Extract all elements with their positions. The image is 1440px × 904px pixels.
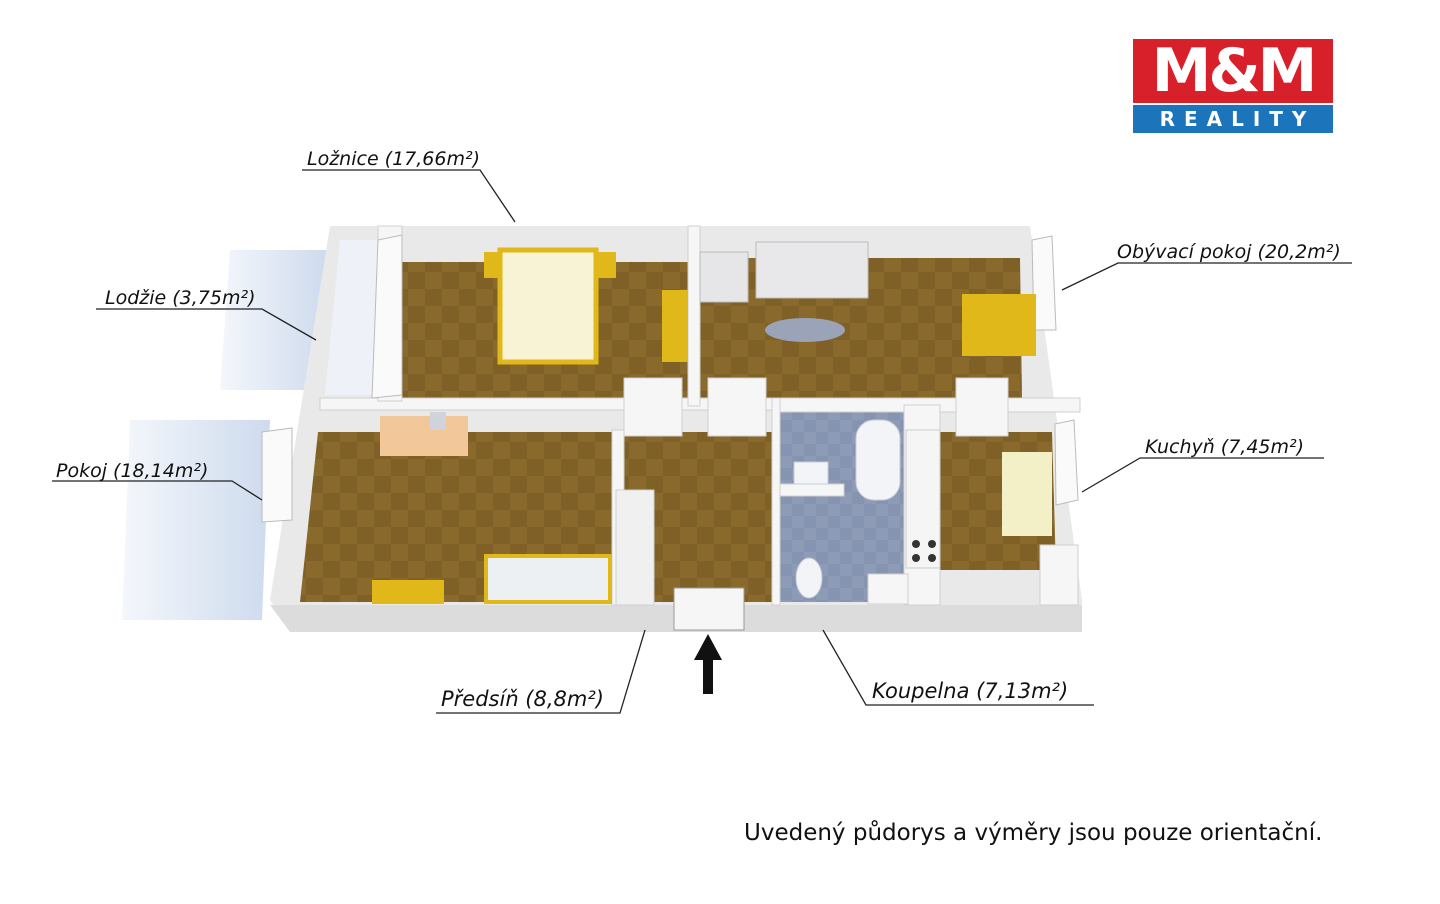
- brand-logo: M&M REALITY: [1133, 39, 1333, 133]
- bathroom-furniture: [793, 419, 901, 599]
- arrow-up-icon: [694, 634, 722, 694]
- floor-lodzie: [325, 240, 378, 395]
- label-koupelna: Koupelna (7,13m²): [872, 679, 1069, 703]
- label-loznice: Ložnice (17,66m²): [307, 148, 481, 170]
- windows: [261, 234, 1079, 523]
- leader-lines: [52, 169, 1352, 714]
- label-obyvaci-pokoj: Obývací pokoj (20,2m²): [1117, 241, 1341, 263]
- living-furniture: [699, 241, 1036, 356]
- label-predsin: Předsíň (8,8m²): [441, 687, 604, 711]
- label-lodzie: Lodžie (3,75m²): [105, 287, 256, 309]
- pokoj-furniture: [372, 412, 612, 604]
- entrance-door: [673, 587, 745, 631]
- brand-logo-bottom: REALITY: [1133, 105, 1333, 133]
- disclaimer-note: Uvedený půdorys a výměry jsou pouze orie…: [744, 820, 1323, 846]
- brand-logo-top: M&M: [1133, 39, 1333, 103]
- bedroom-furniture: [484, 247, 688, 365]
- label-kuchyn: Kuchyň (7,45m²): [1145, 436, 1305, 458]
- kitchen-furniture: [905, 429, 1052, 569]
- label-pokoj: Pokoj (18,14m²): [56, 460, 209, 482]
- floor-predsin: [624, 432, 772, 602]
- window-light: [122, 250, 328, 620]
